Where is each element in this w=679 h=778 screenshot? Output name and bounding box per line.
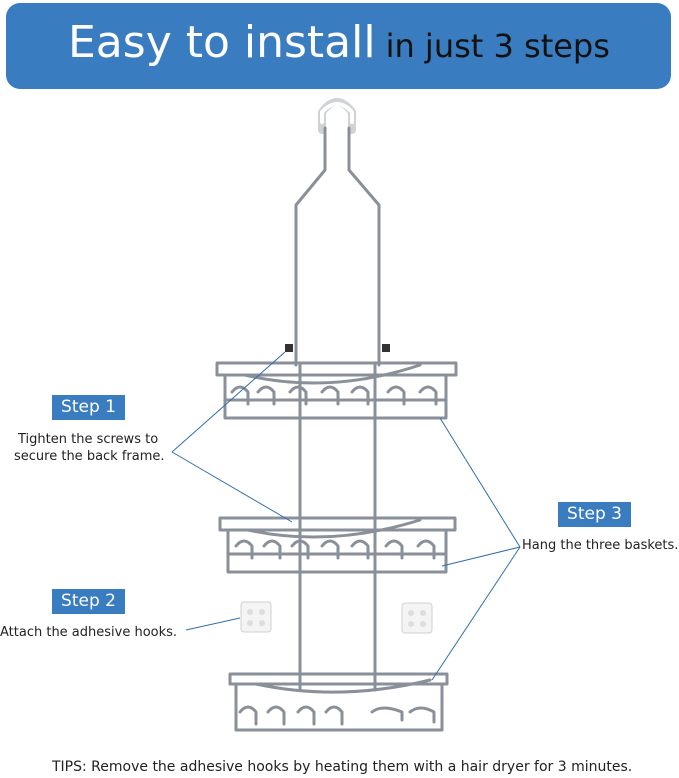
leader-lines — [171, 351, 521, 681]
frame-left-rail — [294, 126, 327, 367]
step2-text: Attach the adhesive hooks. — [0, 625, 178, 640]
screw-right — [382, 344, 390, 352]
tips-text: TIPS: Remove the adhesive hooks by heati… — [52, 759, 633, 775]
step3-badge: Step 3 — [558, 502, 631, 527]
step1-text-line2: secure the back frame. — [14, 449, 165, 464]
screw-left — [285, 344, 293, 352]
basket-middle — [218, 516, 457, 574]
title-sub: in just 3 steps — [385, 27, 610, 65]
step2-badge: Step 2 — [52, 589, 125, 614]
step3-text: Hang the three baskets. — [522, 538, 679, 553]
basket-bottom — [228, 672, 449, 732]
title-main: Easy to install — [68, 17, 376, 68]
adhesive-hook-left — [240, 601, 272, 633]
step1-text-line1: Tighten the screws to — [18, 432, 159, 447]
adhesive-hook-right — [401, 602, 433, 634]
step1-badge: Step 1 — [52, 395, 125, 420]
frame-right-rail — [347, 126, 381, 367]
basket-top — [215, 361, 458, 420]
